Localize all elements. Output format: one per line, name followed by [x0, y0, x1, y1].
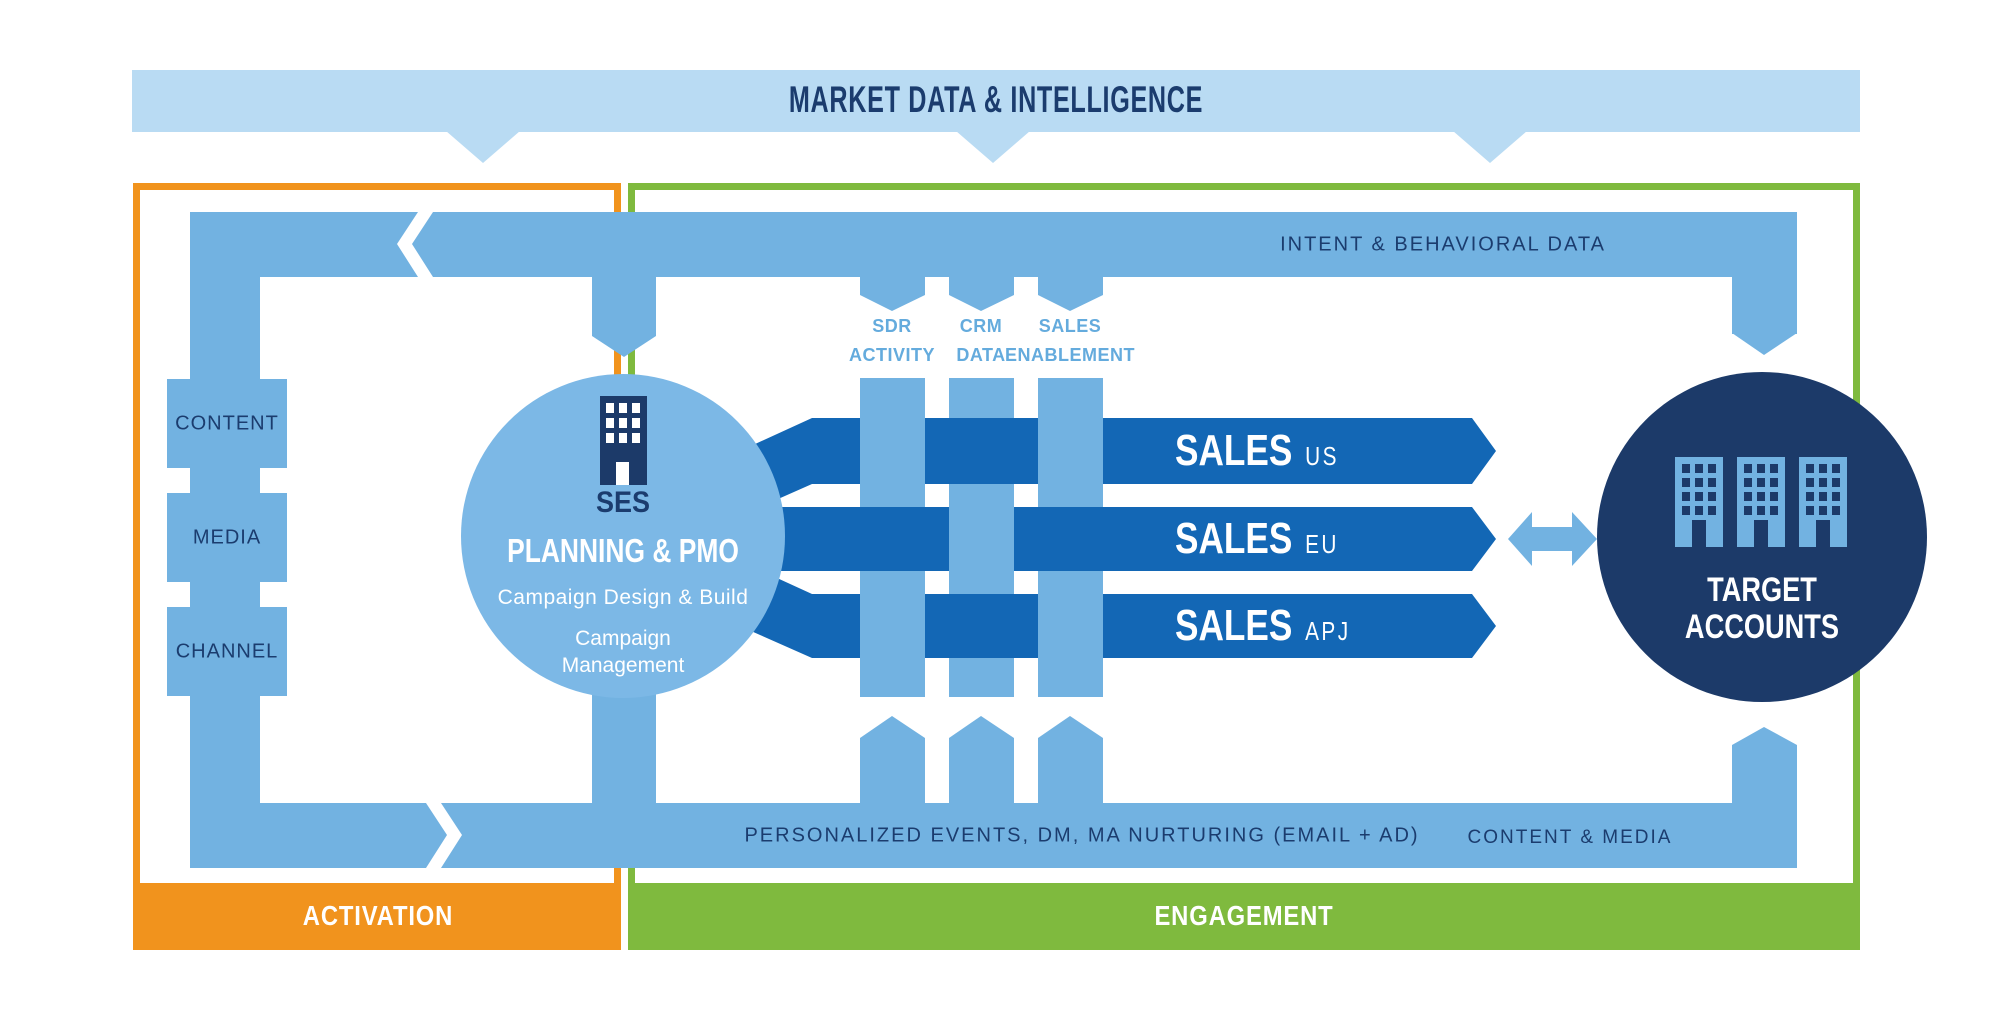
sales-apj-arrow: [742, 562, 1496, 658]
engagement-band-label: ENGAGEMENT: [1154, 900, 1334, 931]
channel-label-media: MEDIA: [192, 526, 262, 549]
ses-name: SES: [595, 486, 651, 519]
sales-arrows: [742, 418, 1496, 658]
activation-band: [133, 883, 621, 950]
ses-subtitle-2: Campaign Management: [561, 627, 685, 677]
banner-arrow-tab: [446, 131, 520, 163]
column-label-sdr: SDR ACTIVITY: [848, 316, 936, 365]
sdr-stub-arrow: [860, 277, 925, 311]
column-label-crm: CRM DATA: [956, 316, 1006, 365]
content-media-riser: [1732, 727, 1797, 803]
channel-box: [167, 607, 287, 696]
content-media-flow-label: CONTENT & MEDIA: [1467, 827, 1673, 848]
up-arrow: [949, 716, 1014, 803]
chevron-break-left-icon: [397, 212, 433, 277]
media-box: [167, 493, 287, 582]
down-arrow-tip: [592, 336, 656, 357]
ses-top-connector: [592, 277, 656, 336]
sales-us-arrow: [742, 418, 1496, 515]
activation-band-label: ACTIVATION: [302, 900, 454, 931]
chevron-break-right-icon: [426, 803, 462, 868]
double-arrow-icon: [1508, 512, 1597, 566]
weave-over-segments: [860, 418, 1103, 658]
sales-eu-arrow: [742, 507, 1496, 571]
ses-circle: [461, 374, 785, 698]
intent-flow-label: INTENT & BEHAVIORAL DATA: [1280, 233, 1606, 256]
up-arrow: [860, 716, 925, 803]
engagement-frame: [628, 183, 1860, 950]
crm-stub-arrow: [949, 277, 1014, 311]
market-data-banner: [132, 70, 1860, 163]
engagement-band: [628, 883, 1860, 950]
down-arrow-tip: [1732, 333, 1797, 355]
banner-arrow-tab: [1453, 131, 1527, 163]
banner-title: MARKET DATA & INTELLIGENCE: [788, 79, 1204, 120]
content-box: [167, 379, 287, 468]
channel-label-channel: CHANNEL: [175, 640, 279, 663]
buildings-icon: [1675, 457, 1847, 547]
banner-arrow-tab: [956, 131, 1030, 163]
top-pipe: [190, 212, 1797, 277]
channel-label-content: CONTENT: [175, 412, 279, 435]
enablement-stub-arrow: [1038, 277, 1103, 311]
intent-descender: [1732, 277, 1797, 334]
target-accounts-label: TARGET ACCOUNTS: [1684, 571, 1840, 646]
personalized-flow-label: PERSONALIZED EVENTS, DM, MA NURTURING (E…: [744, 824, 1420, 847]
up-arrow: [1038, 716, 1103, 803]
ses-bottom-connector: [592, 690, 656, 803]
ses-title: PLANNING & PMO: [507, 532, 739, 569]
column-label-enablement: SALES ENABLEMENT: [1005, 316, 1135, 365]
building-icon: [600, 396, 647, 485]
ses-subtitle-1: Campaign Design & Build: [497, 586, 749, 609]
